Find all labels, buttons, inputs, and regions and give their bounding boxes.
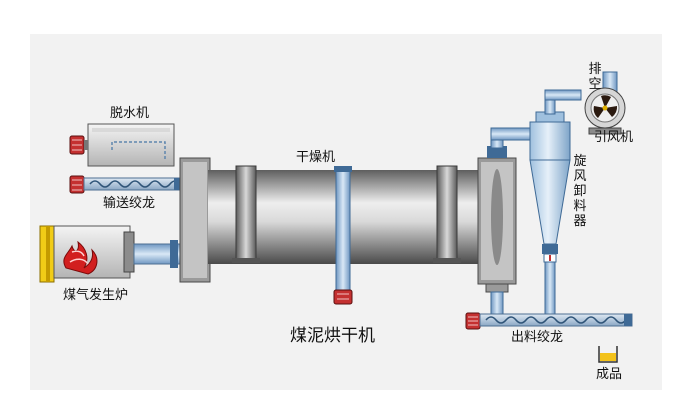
dewaterer-label: 脱水机: [110, 106, 150, 121]
dryer-outlet-chute: [485, 283, 509, 315]
cyclone-label: 旋风卸料器: [573, 154, 587, 229]
discharge-conveyor: [465, 312, 633, 330]
flame-icon: [63, 240, 98, 275]
induced-fan-label: 引风机: [594, 130, 634, 145]
feed-conveyor: [69, 175, 182, 194]
gas-furnace: [39, 225, 181, 283]
center-feed-pipe: [333, 166, 353, 305]
exhaust-duct: [487, 127, 536, 158]
feed-conveyor-label: 输送绞龙: [103, 196, 156, 211]
gas-furnace-label: 煤气发生炉: [63, 288, 129, 303]
discharge-conveyor-label: 出料绞龙: [511, 330, 564, 345]
induced-draft-fan: [584, 71, 626, 135]
dryer-label: 干燥机: [296, 150, 336, 165]
fan-icon: [593, 95, 618, 118]
product-bin: [598, 346, 618, 363]
cyclone-separator: [529, 89, 582, 315]
exhaust-label: 排空: [588, 62, 602, 92]
product-label: 成品: [596, 367, 623, 382]
dewatering-machine: [69, 123, 175, 167]
diagram-title: 煤泥烘干机: [290, 326, 375, 346]
